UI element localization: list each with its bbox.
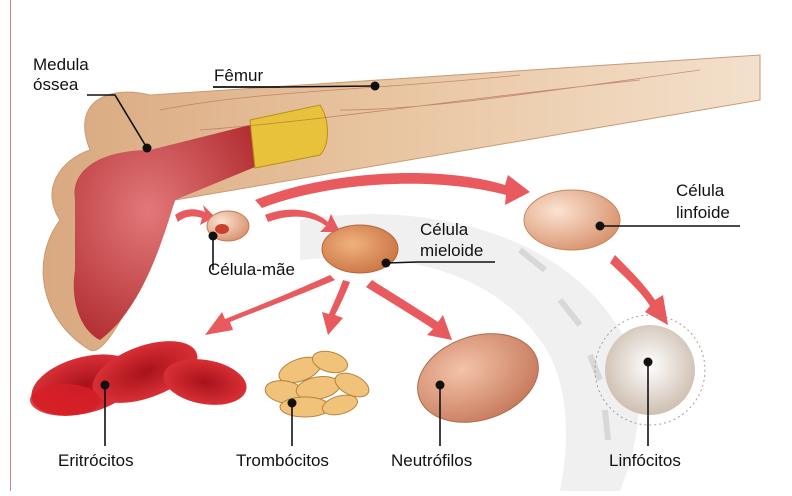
bone-marrow	[73, 125, 260, 340]
yellow-marrow	[249, 104, 328, 169]
background-road-dashes	[518, 247, 611, 441]
lymphoid-cell	[523, 189, 621, 251]
label-femur: Fêmur	[214, 66, 263, 85]
arrows	[175, 173, 668, 340]
label-mieloide-2: mieloide	[420, 241, 483, 260]
label-mieloide-1: Célula	[420, 220, 469, 239]
myeloid-cell	[321, 224, 399, 274]
thrombocytes-cluster	[264, 350, 370, 418]
arrow-stem-to-lymphoid	[255, 173, 530, 208]
label-celula-mae: Célula-mãe	[208, 260, 295, 279]
arrow-marrow-to-stem-cell	[175, 205, 215, 225]
page-margin-rule	[10, 0, 11, 491]
arrow-stem-to-myeloid	[265, 209, 340, 232]
leader-dots	[100, 81, 653, 408]
label-linfoide-1: Célula	[676, 181, 725, 200]
arrow-lymphoid-to-lymphocyte	[610, 255, 668, 325]
neutrophil-cell	[417, 333, 539, 423]
label-trombocitos: Trombócitos	[236, 451, 329, 470]
stem-cell-nucleus	[215, 224, 229, 234]
label-neutrofilos: Neutrófilos	[391, 451, 472, 470]
label-medula-2: óssea	[33, 75, 79, 94]
arrow-myeloid-to-neutrophils	[366, 280, 452, 340]
background-path	[300, 214, 639, 491]
label-linfocitos: Linfócitos	[609, 451, 681, 470]
leader-lines	[87, 85, 740, 446]
femur-bone	[42, 54, 761, 352]
label-linfoide-2: linfoide	[676, 203, 730, 222]
erythrocytes-cluster	[30, 341, 247, 416]
stem-cell	[206, 210, 250, 242]
lymphocyte-cell	[594, 314, 706, 426]
label-eritrocitos: Eritrócitos	[58, 451, 134, 470]
arrow-myeloid-to-erythrocytes	[205, 275, 335, 335]
arrow-myeloid-to-thrombocytes	[322, 280, 350, 335]
label-medula-1: Medula	[33, 55, 89, 74]
